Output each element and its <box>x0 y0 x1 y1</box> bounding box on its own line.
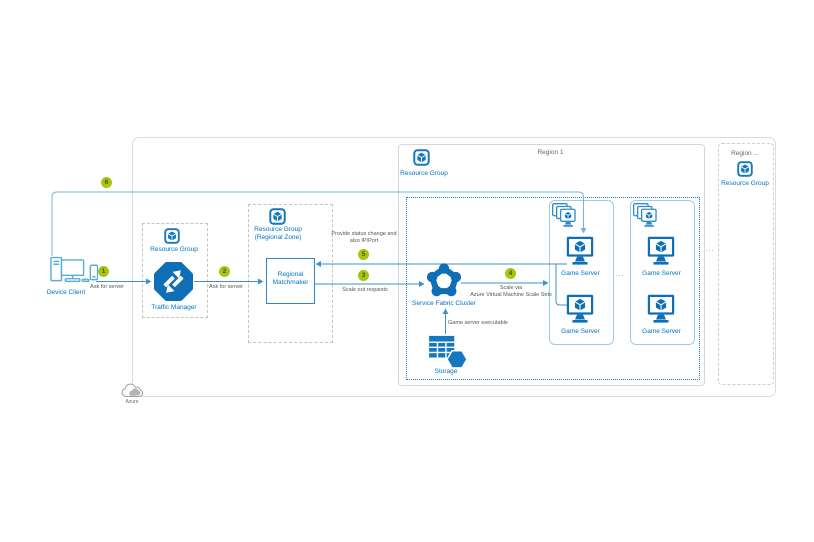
service-fabric-cluster-icon <box>426 263 462 299</box>
step-4-annotation-line1: Scale via <box>499 285 523 291</box>
game-server-executable-annotation: Game server executable <box>448 320 508 326</box>
resource-group-icon <box>413 149 430 166</box>
resource-group-icon <box>737 161 753 177</box>
step-1-annotation: Ask for server <box>90 284 124 290</box>
region-1-title: Region 1 <box>537 149 564 156</box>
step-3-badge: 3 <box>358 270 369 281</box>
service-fabric-cluster-label: Service Fabric Cluster <box>412 300 476 307</box>
step-5-annotation-line1: Provide status change and <box>331 231 397 237</box>
step-4-annotation: Scale via Azure Virtual Machine Scale Se… <box>461 285 561 299</box>
traffic-manager-icon <box>153 261 194 302</box>
storage-upload-arrowhead <box>442 308 449 314</box>
regional-matchmaker-label-line1: Regional <box>277 271 304 278</box>
regional-matchmaker-node: Regional Matchmaker <box>266 258 315 304</box>
game-server-icon <box>647 294 675 325</box>
game-server-label: Game Server <box>561 328 600 335</box>
region-1-resource-group-label: Resource Group <box>400 170 448 177</box>
game-server-label: Game Server <box>561 270 600 277</box>
regional-zone-label-line1: Resource Group <box>254 226 302 233</box>
flow-3-arrowhead <box>419 281 425 287</box>
azure-cloud-icon <box>120 383 144 398</box>
resource-group-icon <box>269 208 286 225</box>
device-client-icon <box>50 256 98 286</box>
step-2-badge: 2 <box>219 266 230 277</box>
regional-zone-label-line2: (Regional Zone) <box>254 233 302 241</box>
step-6-badge: 6 <box>101 177 112 188</box>
azure-boundary-box <box>132 137 776 397</box>
storage-icon <box>428 335 468 371</box>
flow-2-arrowhead <box>258 278 264 285</box>
vm-scale-set-icon <box>633 203 659 230</box>
step-2-annotation: Ask for server <box>209 284 243 290</box>
vm-scale-set-icon <box>552 203 578 230</box>
game-server-icon <box>647 236 675 267</box>
azure-cloud-label: Azure <box>125 399 139 405</box>
game-server-icon <box>566 236 594 267</box>
vm-scale-set-column-2 <box>630 200 695 345</box>
traffic-manager-label: Traffic Manager <box>151 304 197 311</box>
flow-1-arrowhead <box>146 278 152 285</box>
step-5-annotation-line2: also IP/Port <box>349 237 379 244</box>
region-more-title: Region ... <box>731 150 759 157</box>
step-1-badge: 1 <box>98 266 109 277</box>
storage-label: Storage <box>434 368 458 375</box>
regional-zone-resource-group-label: Resource Group (Regional Zone) <box>240 226 316 242</box>
regional-matchmaker-label: Regional Matchmaker <box>267 271 314 287</box>
game-server-icon <box>566 294 594 325</box>
step-5-badge: 5 <box>358 249 369 260</box>
step-5-annotation: Provide status change and also IP/Port <box>324 231 404 245</box>
resource-group-icon <box>164 228 180 244</box>
step-4-badge: 4 <box>505 268 516 279</box>
region-more-box <box>718 143 774 385</box>
region-more-resource-group-label: Resource Group <box>721 180 769 187</box>
step-4-annotation-line2: Azure Virtual Machine Scale Sets <box>470 291 552 298</box>
device-client-label: Device Client <box>46 289 86 296</box>
step-3-annotation: Scale out requests <box>342 287 388 293</box>
flow-5-arrowhead <box>315 261 321 267</box>
traffic-manager-resource-group-label: Resource Group <box>150 246 198 253</box>
regional-zone-resource-group-box <box>248 204 333 343</box>
traffic-manager-resource-group-box <box>142 223 208 318</box>
flow-5-branch-line <box>555 264 567 306</box>
game-server-label: Game Server <box>642 328 681 335</box>
columns-ellipsis: ... <box>615 271 625 278</box>
flow-6-arrowhead <box>580 228 587 234</box>
game-server-label: Game Server <box>642 270 681 277</box>
regional-matchmaker-label-line2: Matchmaker <box>272 278 309 286</box>
regions-ellipsis: ... <box>705 246 715 253</box>
flow-4-arrowhead <box>543 280 549 286</box>
service-fabric-boundary-box <box>406 197 700 380</box>
flow-6-line <box>51 191 584 256</box>
region-1-box <box>398 144 705 386</box>
